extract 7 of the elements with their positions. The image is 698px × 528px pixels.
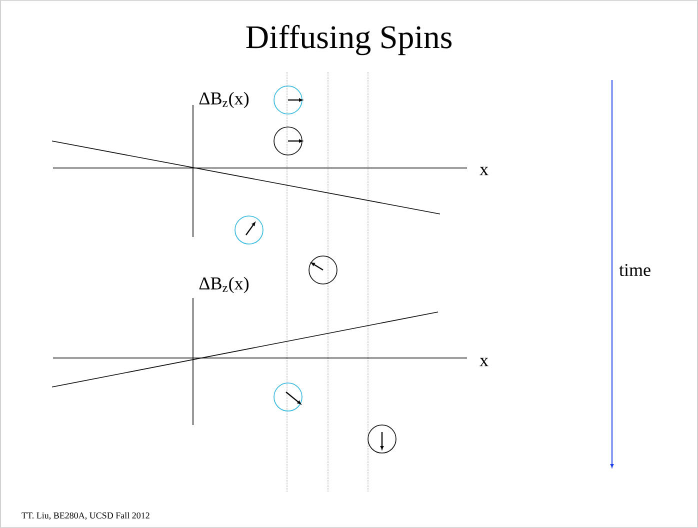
axis-label: x (480, 358, 488, 366)
slide-title: Diffusing Spins (246, 24, 452, 56)
footer-note: TT. Liu, BE280A, UCSD Fall 2012 (22, 512, 150, 520)
axis-label: ΔB$_{z}$(x) (199, 276, 249, 294)
axis-label: ΔB$_{z}$(x) (199, 92, 249, 108)
time-label: time (619, 264, 650, 276)
axis-label: x (480, 166, 488, 176)
